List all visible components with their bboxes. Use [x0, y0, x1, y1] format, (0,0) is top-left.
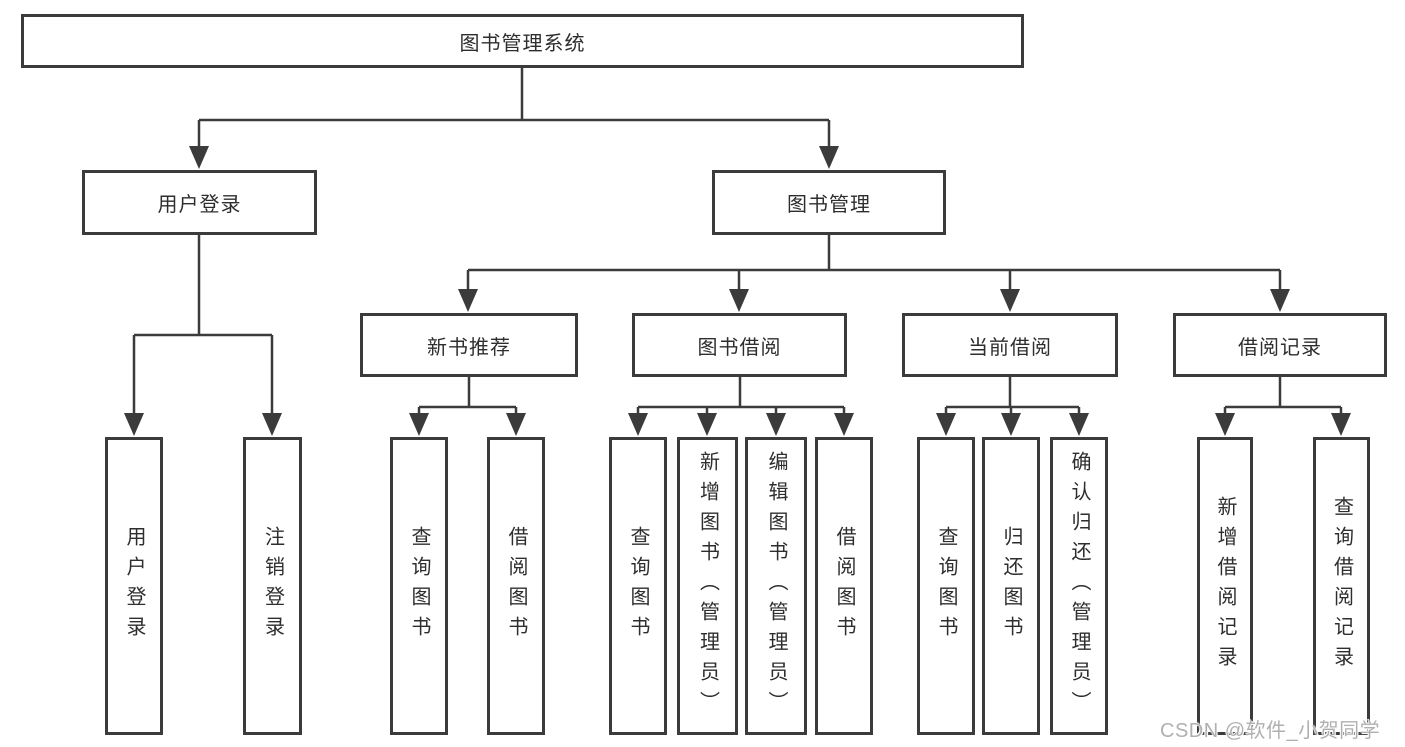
arrowhead: [819, 146, 839, 169]
csdn-watermark: CSDN @软件_小贺同学: [1160, 720, 1381, 742]
arrowhead: [458, 289, 478, 312]
arrowhead: [697, 413, 717, 436]
node-label: 归还图书: [1000, 526, 1022, 646]
arrowhead: [262, 413, 282, 436]
node-label: 借阅图书: [833, 526, 855, 646]
connector-borrow-records-children: [1215, 377, 1351, 436]
node-label: 借阅记录: [1238, 336, 1322, 359]
connector-root-to-level2: [189, 68, 839, 169]
node-borrowing-records: 借阅记录: [1173, 313, 1387, 377]
node-label: 用户登录: [123, 526, 145, 646]
leaf-records-query-borrow-record: 查询借阅记录: [1313, 437, 1370, 735]
node-label: 新书推荐: [427, 336, 511, 359]
leaf-recommend-query-books: 查询图书: [390, 437, 448, 735]
connector-current-borrow-children: [936, 377, 1089, 436]
leaf-borrow-add-books-admin: 新增图书（管理员）: [677, 437, 738, 735]
node-label: 图书管理系统: [459, 32, 586, 55]
leaf-borrow-query-books: 查询图书: [609, 437, 667, 735]
node-library-management-system: 图书管理系统: [21, 14, 1024, 68]
leaf-current-confirm-return-admin: 确认归还（管理员）: [1050, 437, 1108, 735]
leaf-borrow-borrow-books: 借阅图书: [815, 437, 873, 735]
connector-new-book-children: [409, 377, 526, 436]
arrowhead: [1331, 413, 1351, 436]
arrowhead: [1001, 413, 1021, 436]
node-label: 查询图书: [935, 526, 957, 646]
node-label: 当前借阅: [968, 336, 1052, 359]
arrowhead: [628, 413, 648, 436]
connector-user-login-children: [124, 235, 282, 436]
node-new-book-recommendation: 新书推荐: [360, 313, 578, 377]
node-label: 编辑图书（管理员）: [765, 451, 787, 721]
arrowhead: [506, 413, 526, 436]
arrowhead: [1270, 289, 1290, 312]
arrowhead: [1000, 289, 1020, 312]
leaf-borrow-edit-books-admin: 编辑图书（管理员）: [745, 437, 807, 735]
node-label: 查询图书: [408, 526, 430, 646]
leaf-user-login: 用户登录: [105, 437, 163, 735]
node-label: 图书借阅: [697, 336, 782, 359]
node-label: 新增借阅记录: [1214, 496, 1236, 676]
arrowhead: [936, 413, 956, 436]
arrowhead: [766, 413, 786, 436]
arrowhead: [1215, 413, 1235, 436]
node-current-borrowing: 当前借阅: [902, 313, 1118, 377]
arrowhead: [729, 289, 749, 312]
leaf-recommend-borrow-books: 借阅图书: [487, 437, 545, 735]
leaf-current-query-books: 查询图书: [917, 437, 975, 735]
leaf-records-add-borrow-record: 新增借阅记录: [1197, 437, 1253, 735]
node-label: 注销登录: [261, 526, 284, 646]
arrowhead: [409, 413, 429, 436]
node-book-management: 图书管理: [712, 170, 946, 235]
arrowhead: [189, 146, 209, 169]
node-label: 查询借阅记录: [1330, 496, 1353, 676]
connector-book-management-children: [458, 235, 1290, 312]
arrowhead: [834, 413, 854, 436]
node-label: 查询图书: [627, 526, 649, 646]
leaf-current-return-books: 归还图书: [982, 437, 1040, 735]
node-label: 确认归还（管理员）: [1068, 451, 1090, 721]
arrowhead: [1069, 413, 1089, 436]
node-label: 新增图书（管理员）: [696, 451, 719, 721]
connector-book-borrow-children: [628, 377, 854, 436]
node-book-borrowing: 图书借阅: [632, 313, 847, 377]
node-user-login: 用户登录: [82, 170, 317, 235]
arrowhead: [124, 413, 144, 436]
node-label: 用户登录: [157, 194, 242, 216]
leaf-logout: 注销登录: [243, 437, 302, 735]
node-label: 图书管理: [787, 194, 871, 216]
node-label: 借阅图书: [505, 526, 527, 646]
